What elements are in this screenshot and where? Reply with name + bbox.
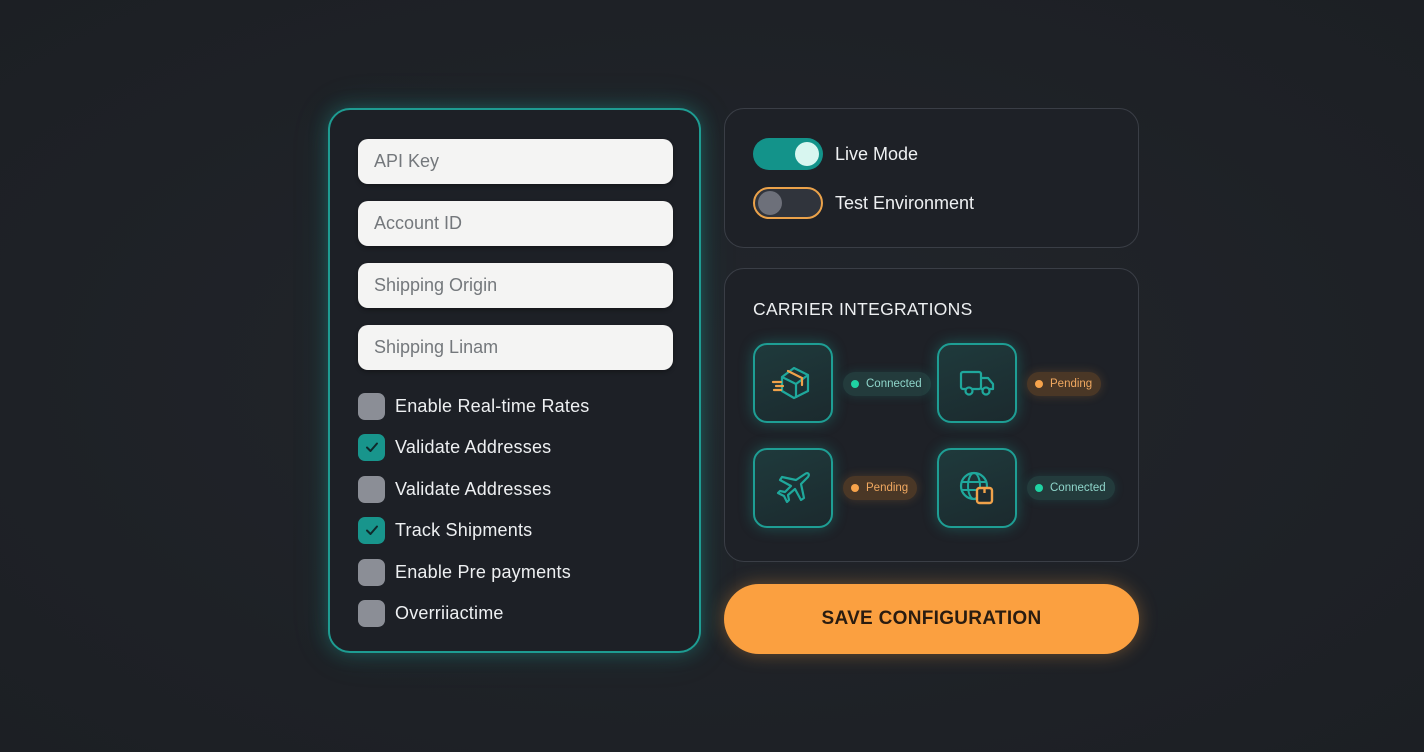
status-text: Pending	[1050, 378, 1093, 390]
option-label: Validate Addresses	[395, 436, 552, 457]
carrier-tile-airplane[interactable]	[753, 448, 833, 528]
checkbox-checked[interactable]	[358, 516, 385, 544]
shipping-linam-input[interactable]	[358, 325, 673, 370]
status-text: Connected	[1050, 482, 1106, 494]
status-badge-pending: Pending	[843, 476, 918, 500]
toggle-knob	[758, 191, 782, 215]
carrier-tile-truck[interactable]	[937, 343, 1017, 423]
test-environment-row: Test Environment	[753, 187, 974, 219]
live-mode-label: Live Mode	[835, 143, 919, 164]
carrier-tile-package[interactable]	[753, 343, 833, 423]
option-enable-real-time-rates[interactable]: Enable Real-time Rates	[358, 392, 590, 420]
checkbox[interactable]	[358, 558, 385, 586]
live-mode-toggle[interactable]	[753, 138, 823, 170]
section-title: CARRIER INTEGRATIONS	[753, 299, 973, 319]
option-validate-addresses-2[interactable]: Validate Addresses	[358, 475, 551, 503]
option-track-shipments[interactable]: Track Shipments	[358, 516, 532, 544]
option-enable-pre-payments[interactable]: Enable Pre payments	[358, 558, 571, 586]
save-configuration-button[interactable]: SAVE CONFIGURATION	[724, 584, 1139, 654]
carrier-integrations-panel: CARRIER INTEGRATIONS Connected	[724, 268, 1139, 562]
status-text: Connected	[866, 378, 922, 390]
shipping-origin-input[interactable]	[358, 263, 673, 308]
option-label: Overriiactime	[395, 602, 504, 623]
status-dot	[1035, 380, 1043, 388]
test-environment-label: Test Environment	[835, 192, 975, 213]
truck-icon	[959, 370, 995, 396]
api-key-input[interactable]	[358, 139, 673, 184]
toggle-knob	[795, 142, 819, 166]
status-badge-connected: Connected	[1027, 476, 1115, 500]
carrier-tile-global[interactable]	[937, 448, 1017, 528]
checkbox[interactable]	[358, 599, 385, 627]
option-label: Enable Real-time Rates	[395, 395, 590, 416]
option-override-time[interactable]: Overriiactime	[358, 599, 504, 627]
option-label: Track Shipments	[395, 519, 533, 540]
checkbox[interactable]	[358, 475, 385, 503]
globe-package-icon	[959, 471, 994, 505]
checkbox-checked[interactable]	[358, 433, 385, 461]
status-badge-pending: Pending	[1027, 372, 1102, 396]
test-environment-toggle[interactable]	[753, 187, 823, 219]
option-label: Enable Pre payments	[395, 561, 571, 582]
status-dot	[851, 484, 859, 492]
option-validate-addresses[interactable]: Validate Addresses	[358, 433, 551, 461]
package-icon	[771, 366, 810, 400]
status-dot	[1035, 484, 1043, 492]
mode-panel: Live Mode Test Environment	[724, 108, 1139, 248]
live-mode-row: Live Mode	[753, 138, 918, 170]
status-dot	[851, 380, 859, 388]
account-id-input[interactable]	[358, 201, 673, 246]
airplane-icon	[776, 472, 810, 504]
checkmark-icon	[365, 525, 378, 535]
credentials-panel: Enable Real-time Rates Validate Addresse…	[328, 108, 701, 653]
checkmark-icon	[365, 442, 378, 452]
option-label: Validate Addresses	[395, 478, 552, 499]
checkbox[interactable]	[358, 392, 385, 420]
status-badge-connected: Connected	[843, 372, 931, 396]
status-text: Pending	[866, 482, 909, 494]
